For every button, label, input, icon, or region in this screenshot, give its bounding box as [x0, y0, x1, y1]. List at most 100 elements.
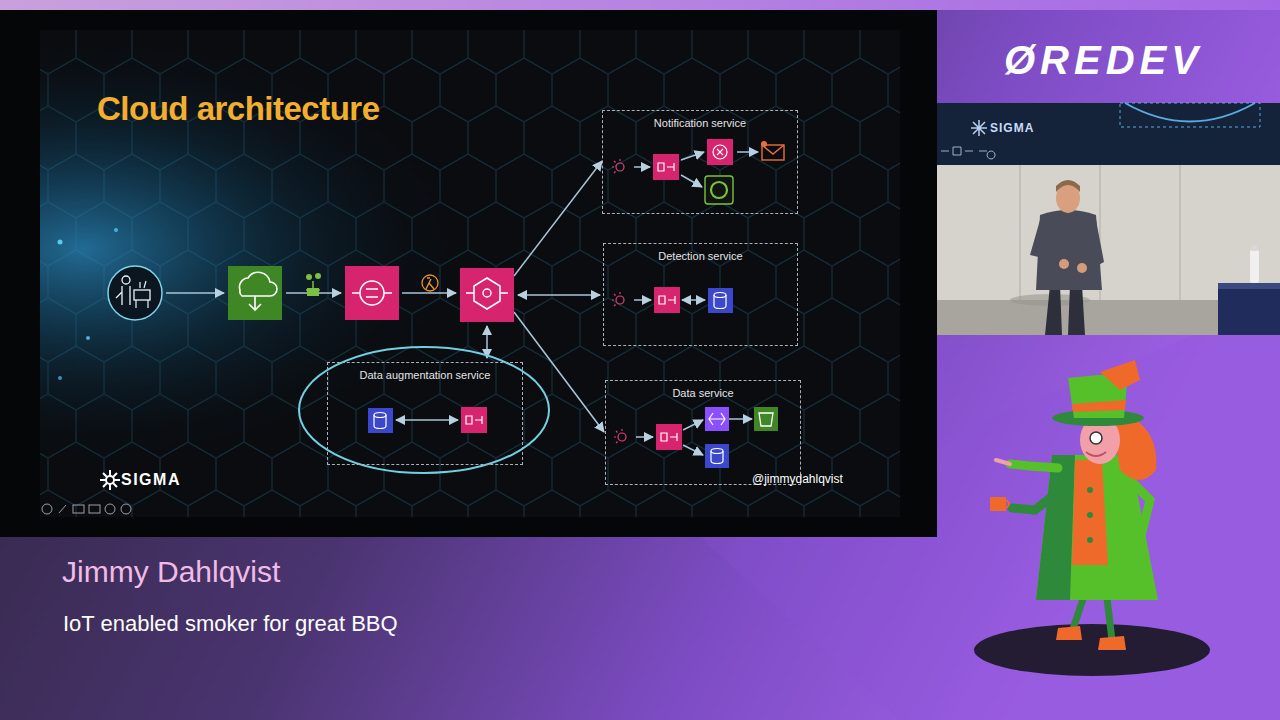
sigma-logo-mark	[100, 470, 120, 490]
service-icons	[368, 139, 784, 468]
iot-core-icon	[228, 266, 282, 320]
sigma-logo-mark	[106, 476, 114, 484]
mascot-illustration	[1098, 636, 1126, 650]
service-label: Data augmentation service	[328, 363, 522, 381]
event-rule-icon	[612, 292, 620, 306]
smoker-icon	[136, 281, 148, 308]
flow-arrow	[636, 436, 653, 438]
service-icons	[711, 182, 727, 198]
slide-controls	[73, 505, 84, 513]
mascot-illustration	[974, 624, 1210, 676]
iot-rule-icon	[306, 274, 312, 280]
speaker-video	[1056, 180, 1080, 192]
service-icons	[653, 154, 679, 180]
speaker-video	[1250, 250, 1259, 283]
talk-title: IoT enabled smoker for great BBQ	[63, 611, 398, 636]
service-icons	[656, 424, 682, 450]
service-icons	[708, 288, 733, 313]
service-icons	[713, 145, 727, 159]
lambda-icon	[422, 275, 438, 291]
speaker-video	[1218, 283, 1280, 335]
flow-arrow	[518, 294, 600, 296]
service-icons	[759, 413, 773, 426]
event-rule-icon	[614, 429, 626, 443]
mascot-illustration	[1087, 537, 1093, 543]
flow-arrow	[514, 161, 602, 276]
speaker-name: Jimmy Dahlqvist	[62, 555, 280, 590]
speaker-video	[1059, 259, 1069, 269]
slide-title: Cloud architecture	[97, 90, 380, 128]
flow-arrow	[634, 299, 651, 301]
iot-rule-icon	[315, 273, 321, 279]
mascot-illustration	[1087, 487, 1093, 493]
mascot-illustration	[1072, 460, 1108, 565]
flow-arrow	[681, 152, 704, 160]
slide-controls	[42, 504, 131, 514]
twitter-handle: @jimmydahlqvist	[752, 473, 843, 487]
slide-controls	[42, 504, 52, 514]
mascot-illustration	[1006, 500, 1009, 508]
event-rule-icon	[612, 292, 624, 306]
service-box: Data augmentation service	[327, 362, 523, 465]
flow-arrow	[681, 175, 702, 187]
mascot-illustration	[990, 497, 1006, 511]
service-icons	[711, 451, 723, 464]
service-icons	[374, 413, 386, 418]
iot-core-icon	[239, 272, 277, 296]
service-icons	[762, 145, 784, 160]
slide-background	[0, 10, 937, 537]
service-label: Detection service	[604, 244, 797, 262]
iot-core-icon	[249, 296, 261, 310]
mascot-illustration	[1087, 512, 1093, 518]
smoker-icon	[108, 266, 162, 320]
event-rule-icon	[616, 296, 624, 304]
slide-controls	[121, 504, 131, 514]
mascot-illustration	[1056, 626, 1082, 640]
speaker-video	[1077, 263, 1087, 273]
service-icons	[661, 433, 677, 441]
slide-background	[40, 30, 900, 517]
slide-controls	[59, 505, 66, 513]
mascot-illustration	[1072, 400, 1126, 412]
speaker-video	[937, 103, 1280, 335]
frame-background	[0, 0, 1280, 10]
service-icons	[709, 413, 725, 425]
flow-arrow	[683, 420, 703, 430]
service-icons	[654, 287, 680, 313]
event-rule-icon	[612, 159, 620, 173]
service-icons	[717, 149, 723, 155]
speaker-video	[937, 103, 1280, 165]
mascot-illustration	[974, 360, 1210, 676]
mascot-illustration	[1036, 455, 1075, 600]
service-icons	[707, 139, 733, 165]
service-icons	[754, 407, 778, 431]
smoker-icon	[108, 266, 162, 320]
sigma-logo-mark	[100, 470, 120, 490]
service-icons	[714, 293, 726, 298]
event-rule-icon	[616, 163, 624, 171]
slide-background	[86, 336, 90, 340]
mascot-illustration	[1010, 464, 1058, 468]
service-icons	[711, 449, 723, 454]
service-icons	[466, 416, 482, 424]
slide-background	[114, 228, 118, 232]
smoker-icon	[122, 276, 130, 284]
sqs-icon	[352, 289, 392, 297]
event-rule-icon	[618, 433, 626, 441]
flow-arrow	[402, 292, 456, 294]
speaker-video	[1030, 220, 1064, 262]
slide-background	[58, 240, 63, 245]
slide-background	[40, 30, 900, 517]
eventbridge-icon	[474, 278, 500, 309]
eventbridge-icon	[460, 268, 514, 322]
flow-arrow	[634, 166, 650, 168]
sigma-logo: SIGMA	[121, 471, 181, 489]
speaker-video	[1125, 103, 1255, 122]
flow-arrow	[486, 326, 488, 358]
flow-arrow	[682, 299, 705, 301]
service-icons	[705, 176, 733, 204]
iot-core-icon	[228, 266, 282, 320]
